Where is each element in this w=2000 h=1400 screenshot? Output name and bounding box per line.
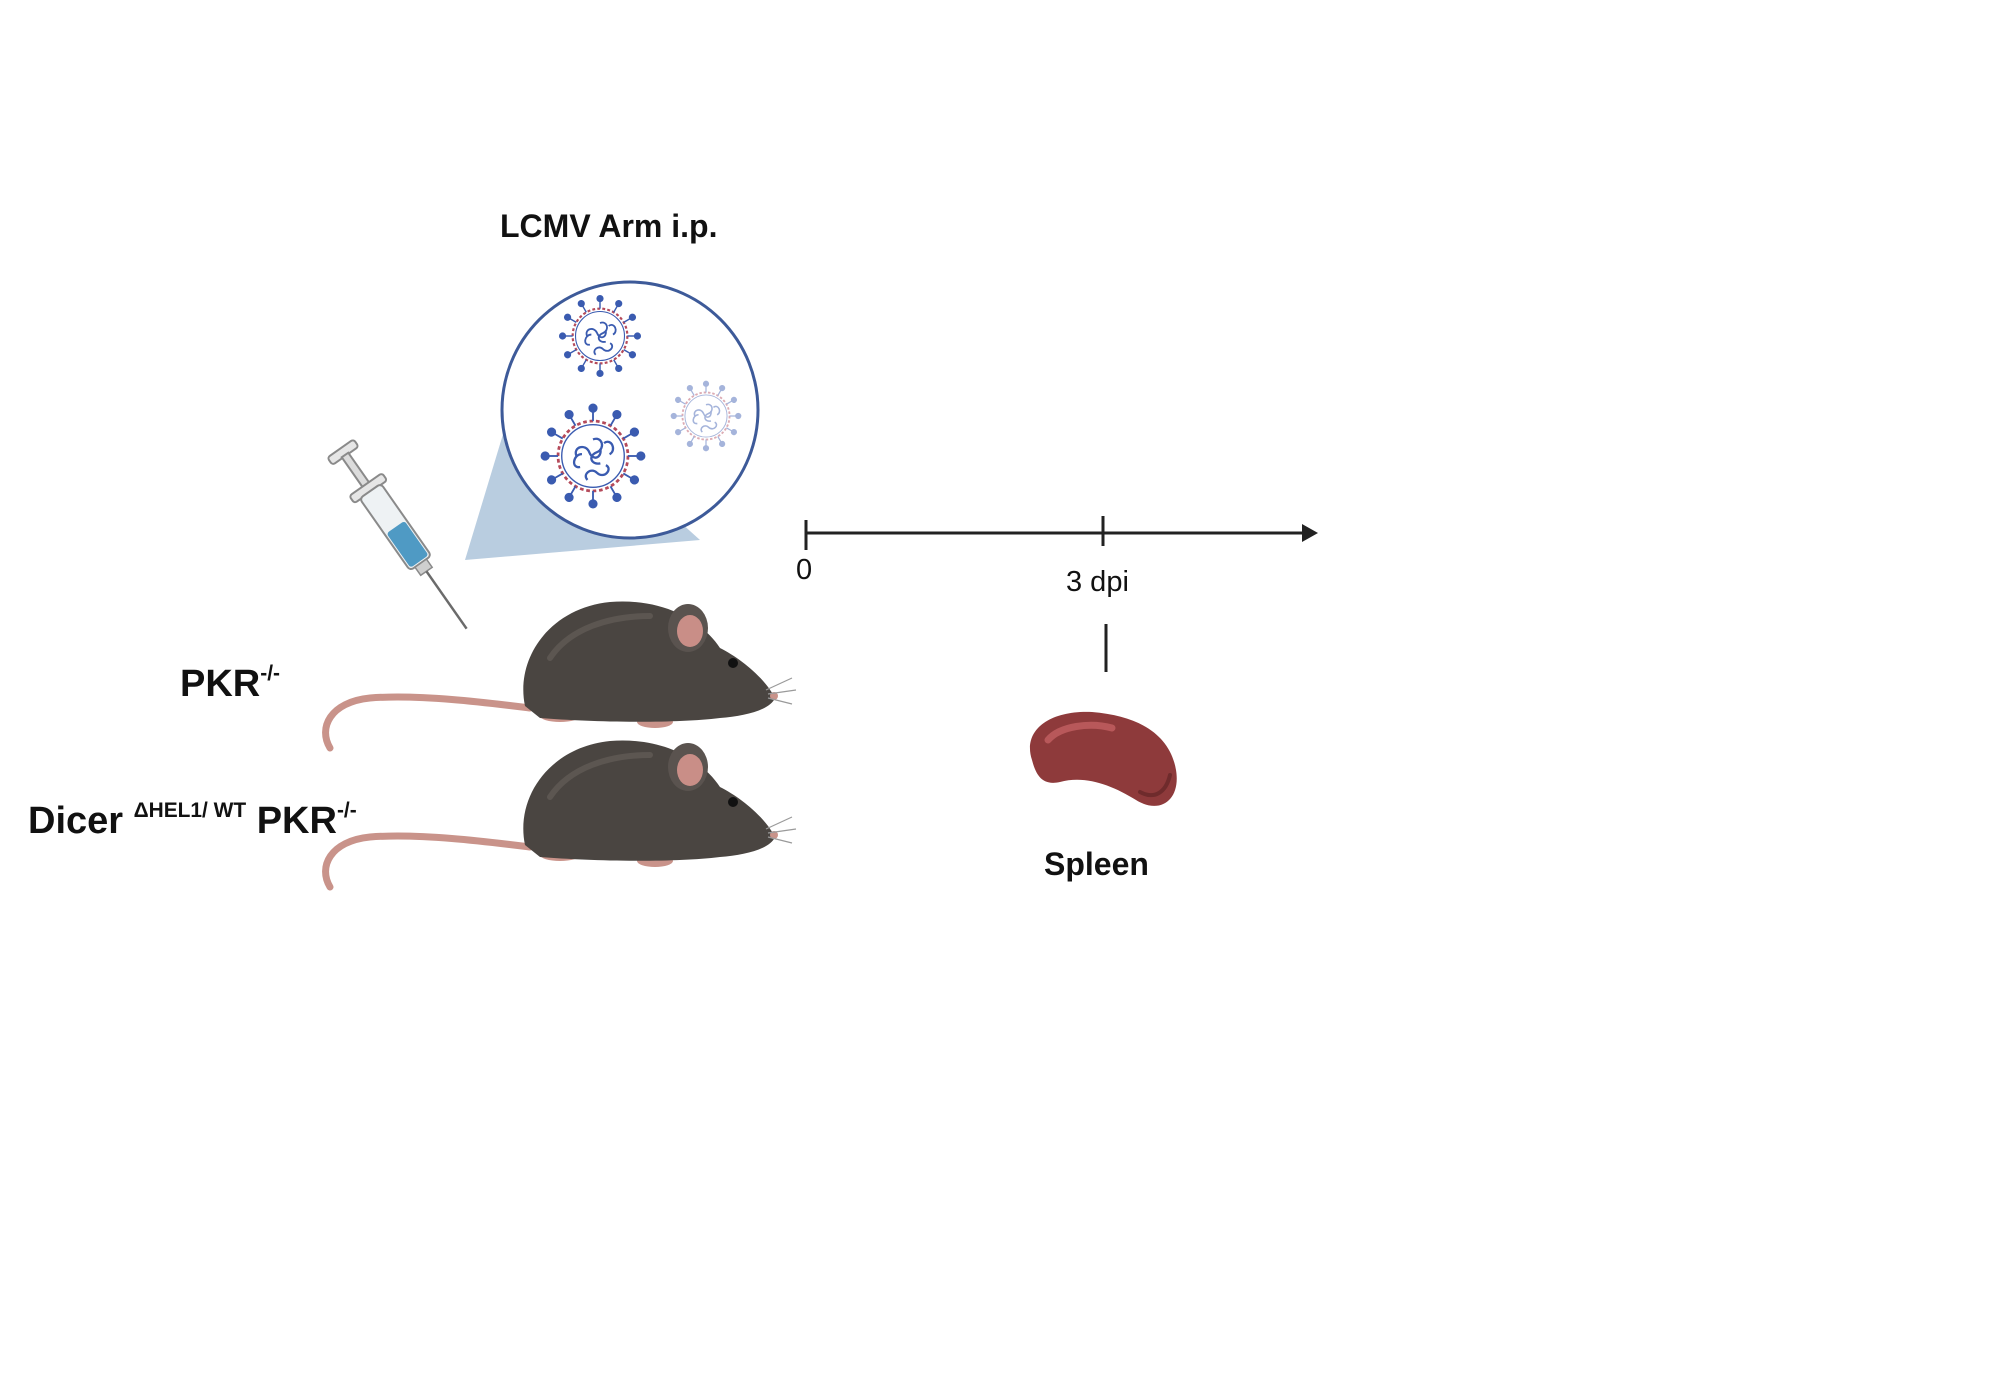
timeline-arrowhead xyxy=(1302,524,1318,542)
mouse-icon xyxy=(326,740,796,887)
diagram-title: LCMV Arm i.p. xyxy=(500,208,718,244)
mouse-icon xyxy=(326,601,796,748)
genotype-superscript: -/- xyxy=(336,799,357,823)
timeline-label-0: 0 xyxy=(796,554,813,586)
virus-zoom-circle xyxy=(500,280,760,540)
timeline xyxy=(804,516,1318,672)
genotype-name: PKR xyxy=(256,800,337,842)
spleen-icon xyxy=(1029,711,1177,806)
mouse-label-dicer-pkr: Dicer ΔHEL1/ WT PKR-/- xyxy=(28,799,357,843)
genotype-prefix-superscript: ΔHEL1/ WT xyxy=(133,799,247,823)
mouse-label-pkr: PKR-/- xyxy=(180,662,280,706)
timeline-label-3dpi: 3 dpi xyxy=(1066,566,1129,598)
syringe-icon xyxy=(327,439,468,630)
genotype-prefix: Dicer xyxy=(28,800,124,842)
genotype-name: PKR xyxy=(180,663,261,705)
spleen-label: Spleen xyxy=(1044,846,1149,882)
genotype-superscript: -/- xyxy=(260,662,280,686)
